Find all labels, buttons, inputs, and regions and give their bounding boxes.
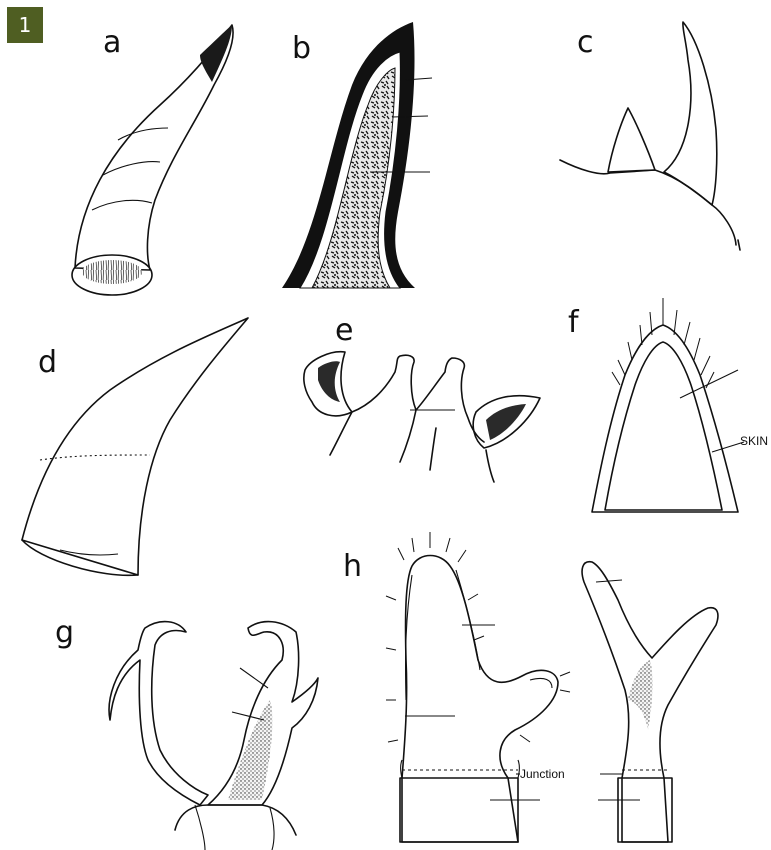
- horn-sheath-illustration: [72, 25, 233, 295]
- hard-antler-illustration: [582, 562, 718, 842]
- callout-line: [680, 370, 738, 398]
- panel-f: f SKIN: [568, 298, 768, 512]
- ossicones-illustration: [304, 352, 540, 482]
- panel-letter-b: b: [292, 31, 311, 66]
- skin-label: SKIN: [740, 434, 768, 448]
- panel-d: d: [22, 318, 248, 575]
- panel-e: e: [304, 313, 540, 482]
- panel-letter-c: c: [577, 25, 594, 60]
- panel-letter-e: e: [335, 313, 353, 348]
- ossicone-section-illustration: SKIN: [592, 298, 768, 512]
- panel-letter-h: h: [343, 549, 362, 584]
- panel-g: g: [55, 615, 318, 850]
- pronghorn-illustration: [109, 622, 318, 850]
- junction-label: Junction: [520, 767, 565, 781]
- velvet-antler-illustration: [386, 532, 570, 842]
- panel-b: b: [282, 22, 432, 288]
- panel-letter-d: d: [38, 345, 57, 380]
- panel-c: c: [560, 22, 740, 250]
- panel-letter-a: a: [103, 25, 121, 60]
- panel-h: h Junction: [343, 532, 718, 842]
- callout-line: [240, 668, 268, 688]
- panel-letter-f: f: [568, 305, 580, 340]
- panel-letter-g: g: [55, 615, 74, 650]
- panel-a: a: [72, 25, 233, 295]
- callout-line: [232, 712, 264, 720]
